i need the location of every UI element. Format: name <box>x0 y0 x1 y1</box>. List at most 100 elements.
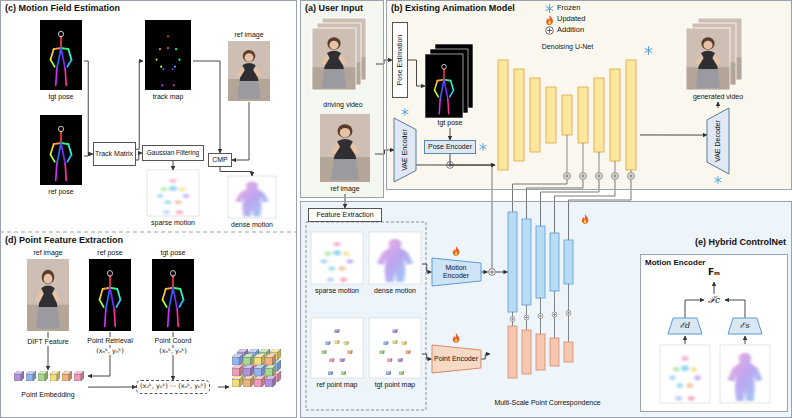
image-box: ref image <box>25 248 71 332</box>
connector-arrow <box>422 354 432 359</box>
animation-model-drawing <box>402 4 742 183</box>
node-label: Point Encoder <box>434 355 478 363</box>
image-box: dense motion <box>368 232 422 296</box>
annotation-holder: Fₘ <box>707 267 721 277</box>
node-label: track map <box>153 93 184 101</box>
node-label: Denoising U-Net <box>542 43 593 51</box>
panel-title: (d) Point Feature Extraction <box>5 235 123 245</box>
process-box: CMP <box>208 153 232 167</box>
annotation-label: Fₘ <box>707 267 721 277</box>
panel-title: (b) Existing Animation Model <box>391 3 515 13</box>
encoder-block: VAE Encoder <box>394 118 416 182</box>
connector-arrow <box>173 161 174 170</box>
annotation-label: DIFT Feature <box>26 338 70 346</box>
node-label: ref image <box>234 31 263 39</box>
image-box: Denoising U-Net <box>495 42 640 182</box>
image-box: ref image <box>315 114 375 194</box>
annotation-label: ℱc <box>707 295 721 305</box>
annotation-holder: (xₙᵏ, yₙᵏ) <box>95 348 125 355</box>
panel: (d) Point Feature Extraction ref image ref… <box>0 232 297 418</box>
point-grid <box>232 349 281 387</box>
node-label: tgt point map <box>375 381 415 389</box>
encoder-outline <box>432 345 481 373</box>
inset-panel: Motion Encoderℰdℰs <box>640 254 788 412</box>
panel-title: (a) User Input <box>305 3 363 13</box>
connector-arrow <box>84 61 93 154</box>
panel: (a) User Input driving video ref image <box>300 0 384 198</box>
encoder-outline <box>668 318 702 334</box>
process-box: Gaussian Filtering <box>142 145 204 161</box>
annotation-holder: Point Retrieval <box>86 337 134 345</box>
process-box: Track Matrix <box>93 142 136 166</box>
annotation-label: Point Retrieval <box>86 337 134 345</box>
image-box: tgt pose <box>425 44 475 128</box>
legend-item: Frozen <box>557 4 580 13</box>
image-box: ref pose <box>87 248 133 332</box>
node-label: generated video <box>693 93 743 101</box>
legend-text: Frozen <box>557 4 580 13</box>
connector-arrow <box>232 102 249 160</box>
node-label: ref pose <box>48 188 73 196</box>
connector-arrow <box>408 60 425 86</box>
process-box: Pose Estimation <box>392 22 408 98</box>
image-box: Point Embedding <box>8 370 88 400</box>
annotation-holder: Point Coord <box>154 337 193 345</box>
node-label: (x₀ᵏ, y₀ᵏ) ⋯ (xₙᵏ, yₙᵏ) <box>140 383 206 390</box>
node-label: Pose Estimation <box>396 35 404 86</box>
node-label: ref point map <box>317 381 358 389</box>
panel: (c) Motion Field Estimationtgt poseref p… <box>0 0 297 232</box>
node-label: Multi-Scale Point Correspondence <box>494 399 600 407</box>
point-feature-images <box>14 259 281 387</box>
controlnet-bars <box>508 212 573 312</box>
node-label: sparse motion <box>315 287 359 295</box>
connector-arrow <box>480 354 490 359</box>
encoder-outline <box>394 118 416 182</box>
image-box: tgt pose <box>150 248 196 332</box>
connector-arrow <box>450 128 451 140</box>
node-label: VAE Encoder <box>401 129 409 171</box>
node-label: Point Embedding <box>21 391 74 399</box>
annotation-holder: (xₙᵏ, yₙᵏ) <box>158 348 188 355</box>
panel: (e) Hybrid ControlNetFeature Extractions… <box>300 201 792 418</box>
node-label: ref image <box>330 185 359 193</box>
connector-arrow <box>193 61 220 153</box>
legend-item: Updated <box>557 15 585 24</box>
user-input-images <box>312 18 370 182</box>
encoder-block: ℰd <box>668 318 702 334</box>
encoder-block: Point Encoder <box>432 345 481 373</box>
annotation-label: Point Coord <box>154 337 193 345</box>
image-box: track map <box>143 20 193 102</box>
panel-title: Motion Encoder <box>645 258 705 267</box>
image-box: dense motion <box>226 176 278 230</box>
legend-text: Addition <box>557 26 584 35</box>
node-label: tgt pose <box>438 119 463 127</box>
connector-arrow <box>375 150 394 154</box>
node-label: Motion Encoder <box>432 264 481 280</box>
node-label: sparse motion <box>151 219 195 227</box>
node-label: Feature Extraction <box>316 211 373 219</box>
annotation-label: (xₙᵏ, yₙᵏ) <box>158 348 188 355</box>
annotation-label: (xₙᵏ, yₙᵏ) <box>95 348 125 355</box>
connector-arrow <box>376 60 392 64</box>
node-label: ref pose <box>97 249 122 257</box>
node-label: CMP <box>212 156 228 164</box>
panel: (b) Existing Animation ModelPose Estimat… <box>386 0 792 190</box>
node-label: VAE Decoder <box>714 120 722 162</box>
legend-item: Addition <box>557 26 584 35</box>
legend-text: Updated <box>557 15 585 24</box>
image-box: ref point map <box>310 318 364 390</box>
image-box: sparse motion <box>310 232 364 296</box>
node-label: Pose Encoder <box>428 143 472 151</box>
hybrid-controlnet-drawing <box>311 165 770 403</box>
image-box: tgt point map <box>368 318 422 390</box>
annotation-holder: DIFT Feature <box>26 338 70 346</box>
process-box: (x₀ᵏ, y₀ᵏ) ⋯ (xₙᵏ, yₙᵏ) <box>136 380 210 394</box>
node-label: Gaussian Filtering <box>147 149 199 156</box>
connector-arrow <box>88 387 136 388</box>
connector-arrow <box>345 194 346 208</box>
connector-arrow <box>640 134 707 135</box>
image-box: driving video <box>310 18 376 110</box>
node-label: dense motion <box>374 287 416 295</box>
connector-arrow <box>422 264 432 272</box>
